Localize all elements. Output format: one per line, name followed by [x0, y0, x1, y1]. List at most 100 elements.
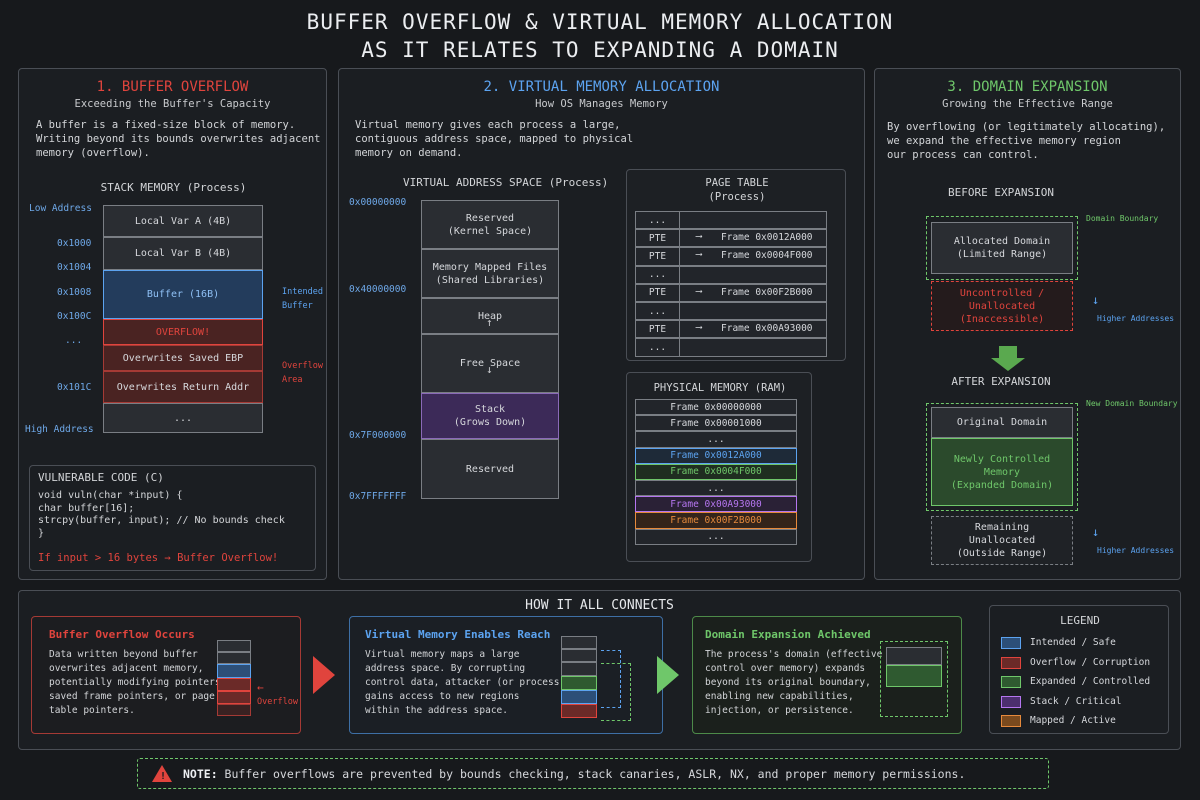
- arrow-down-icon: ↓: [486, 363, 493, 376]
- code-line: }: [38, 527, 45, 539]
- after-expansion-label: AFTER EXPANSION: [951, 375, 1051, 388]
- panel1-desc: A buffer is a fixed-size block of memory…: [36, 119, 321, 159]
- map-arrow-icon: ⟶: [696, 249, 702, 261]
- stack-title: STACK MEMORY (Process): [100, 181, 247, 194]
- legend-label: Mapped / Active: [1030, 715, 1116, 726]
- legend-item: Expanded / Controlled: [1001, 674, 1171, 690]
- intended-buffer-label: Intended Buffer: [282, 287, 323, 311]
- card1-overflow-label: Overflow: [257, 697, 298, 707]
- stack-cell-ellipsis: ...: [103, 403, 263, 433]
- page-table-row: ...: [635, 211, 827, 230]
- page-table-row: ...: [635, 302, 827, 321]
- pte-label: PTE: [636, 230, 680, 247]
- vas-free-space: Free Space: [421, 334, 559, 393]
- stack-cell-buffer: Buffer (16B): [103, 270, 263, 319]
- panel3-title: 3. DOMAIN EXPANSION: [947, 79, 1108, 95]
- legend-label: Expanded / Controlled: [1030, 676, 1151, 687]
- pte-label: ...: [636, 339, 680, 356]
- overflow-arrow-icon: ←: [257, 681, 264, 694]
- original-domain: Original Domain: [931, 407, 1073, 438]
- vulnerable-code-box: VULNERABLE CODE (C) void vuln(char *inpu…: [29, 465, 316, 571]
- flow-arrow-icon: [313, 656, 335, 694]
- before-expansion-label: BEFORE EXPANSION: [948, 186, 1054, 199]
- stack-address: 0x101C: [57, 382, 92, 393]
- pte-label: PTE: [636, 248, 680, 265]
- legend-label: Intended / Safe: [1030, 637, 1116, 648]
- legend-swatch: [1001, 695, 1021, 708]
- higher-addresses-label: Higher Addresses: [1097, 314, 1175, 323]
- map-arrow-icon: ⟶: [696, 285, 702, 297]
- physical-frame-row: ...: [635, 480, 797, 497]
- stack-address: 0x1008: [57, 287, 92, 298]
- vas-address: 0x7FFFFFFF: [349, 491, 407, 502]
- page-table-row: PTE⟶Frame 0x0012A000: [635, 229, 827, 248]
- panel2-desc: Virtual memory gives each process a larg…: [355, 119, 634, 159]
- panel2-title: 2. VIRTUAL MEMORY ALLOCATION: [483, 79, 720, 95]
- physical-frame-row: ...: [635, 431, 797, 448]
- card2-text: Virtual memory maps a large address spac…: [365, 649, 566, 716]
- vas-kernel-space: Reserved (Kernel Space): [421, 200, 559, 249]
- domain-expansion-panel: 3. DOMAIN EXPANSION Growing the Effectiv…: [874, 68, 1181, 580]
- title-line-1: BUFFER OVERFLOW & VIRTUAL MEMORY ALLOCAT…: [306, 10, 894, 34]
- card-domain-expansion: Domain Expansion Achieved The process's …: [692, 616, 962, 734]
- page-table-row: PTE⟶Frame 0x0004F000: [635, 247, 827, 266]
- map-arrow-icon: ⟶: [696, 231, 702, 243]
- vas-address: 0x7F000000: [349, 430, 407, 441]
- overflow-warning: If input > 16 bytes → Buffer Overflow!: [38, 552, 279, 564]
- legend-swatch: [1001, 676, 1021, 688]
- page-table-title: PAGE TABLE (Process): [705, 177, 769, 203]
- stack-address: 0x1000: [57, 238, 92, 249]
- title-line-2: AS IT RELATES TO EXPANDING A DOMAIN: [361, 38, 839, 62]
- panel1-subtitle: Exceeding the Buffer's Capacity: [74, 98, 271, 110]
- legend-item: Overflow / Corruption: [1001, 655, 1171, 671]
- card1-stack-icon: [217, 640, 251, 720]
- card-virtual-memory: Virtual Memory Enables Reach Virtual mem…: [349, 616, 663, 734]
- panel2-subtitle: How OS Manages Memory: [535, 98, 668, 110]
- card2-memory-icon: [561, 636, 597, 718]
- page-table-row: PTE ⟶ Frame 0x00F2B000: [635, 283, 827, 302]
- card3-domain-icon: [880, 641, 948, 717]
- code-line: strcpy(buffer, input); // No bounds chec…: [38, 515, 285, 526]
- virtual-memory-panel: 2. VIRTUAL MEMORY ALLOCATION How OS Mana…: [338, 68, 865, 580]
- legend-swatch: [1001, 715, 1021, 727]
- pte-label: PTE: [636, 284, 680, 301]
- flow-arrow-icon: [657, 656, 679, 694]
- vas-title: VIRTUAL ADDRESS SPACE (Process): [403, 176, 609, 189]
- legend-swatch: [1001, 637, 1021, 649]
- how-it-connects-panel: HOW IT ALL CONNECTS Buffer Overflow Occu…: [18, 590, 1181, 750]
- physical-frame-row: Frame 0x0012A000: [635, 447, 797, 464]
- stack-cell-local-var-a: Local Var A (4B): [103, 205, 263, 237]
- page-table-row: ...: [635, 265, 827, 284]
- pte-frame: Frame 0x00F2B000: [721, 286, 813, 298]
- note-text: Buffer overflows are prevented by bounds…: [217, 767, 966, 781]
- note-label: NOTE:: [183, 767, 218, 781]
- expansion-arrow-icon: [999, 346, 1017, 358]
- arrow-up-icon: ↑: [486, 316, 493, 329]
- card3-title: Domain Expansion Achieved: [705, 628, 871, 641]
- domain-boundary-label: Domain Boundary: [1086, 214, 1159, 223]
- pte-label: PTE: [636, 321, 680, 338]
- newly-controlled-memory: Newly Controlled Memory (Expanded Domain…: [931, 438, 1073, 506]
- card1-title: Buffer Overflow Occurs: [49, 628, 195, 641]
- vas-mapped-files: Memory Mapped Files (Shared Libraries): [421, 249, 559, 298]
- page-table-row: ...: [635, 338, 827, 357]
- physical-frame-row: Frame 0x0004F000: [635, 463, 797, 480]
- new-domain-boundary: [926, 403, 1078, 511]
- panel3-desc: By overflowing (or legitimately allocati…: [887, 121, 1166, 161]
- pte-label: ...: [636, 303, 680, 320]
- panel3-subtitle: Growing the Effective Range: [942, 98, 1113, 110]
- code-title: VULNERABLE CODE (C): [38, 471, 164, 484]
- stack-cell-saved-ebp: Overwrites Saved EBP: [103, 345, 263, 371]
- physical-memory-title: PHYSICAL MEMORY (RAM): [653, 382, 787, 394]
- card2-title: Virtual Memory Enables Reach: [365, 628, 551, 641]
- legend-label: Overflow / Corruption: [1030, 656, 1151, 668]
- physical-frame-row: Frame 0x00F2B000: [635, 512, 797, 529]
- legend-item: Stack / Critical: [1001, 694, 1171, 710]
- stack-address: 0x1004: [57, 262, 92, 273]
- higher-arrow-icon: ↓: [1092, 525, 1100, 539]
- pte-frame: Frame 0x00A93000: [721, 323, 813, 335]
- legend-swatch: [1001, 656, 1021, 669]
- warning-icon: [152, 765, 172, 782]
- higher-addresses-label: Higher Addresses: [1097, 546, 1175, 555]
